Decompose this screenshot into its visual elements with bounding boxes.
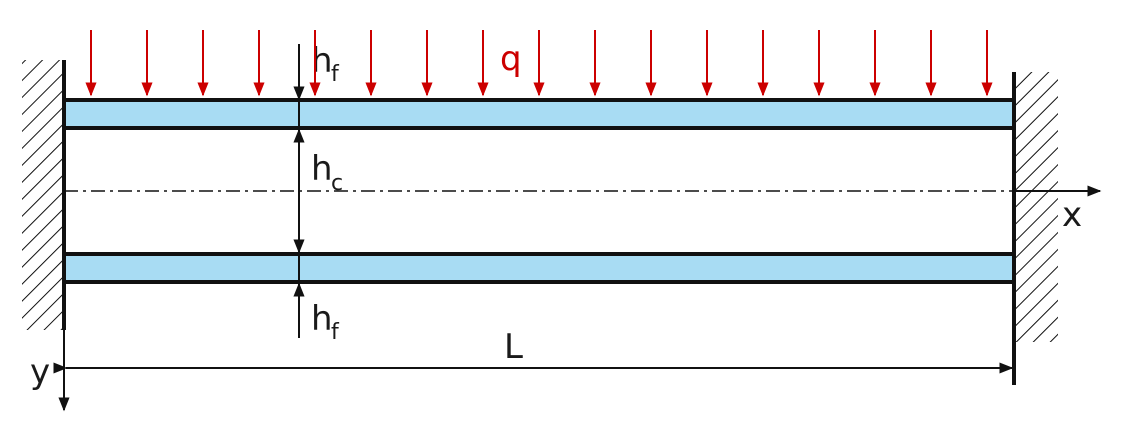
load-label: q bbox=[500, 39, 522, 79]
bottom-face-thickness-label: h f bbox=[311, 299, 340, 345]
top-face-thickness-label: h f bbox=[311, 41, 340, 87]
x-axis-label: x bbox=[1062, 195, 1082, 235]
distributed-load-arrows bbox=[85, 30, 993, 97]
length-label: L bbox=[504, 327, 523, 367]
bottom-face-sheet bbox=[62, 252, 1016, 284]
top-face-sheet bbox=[62, 98, 1016, 130]
svg-text:f: f bbox=[331, 62, 340, 87]
left-fixed-support bbox=[22, 60, 66, 330]
core-thickness-label: h c bbox=[311, 149, 343, 196]
svg-text:h: h bbox=[311, 149, 333, 189]
svg-text:h: h bbox=[311, 299, 333, 339]
right-fixed-support bbox=[1012, 72, 1058, 385]
svg-text:f: f bbox=[331, 320, 340, 345]
y-axis-label: y bbox=[30, 352, 50, 392]
svg-text:c: c bbox=[331, 171, 343, 196]
svg-text:h: h bbox=[311, 41, 333, 81]
